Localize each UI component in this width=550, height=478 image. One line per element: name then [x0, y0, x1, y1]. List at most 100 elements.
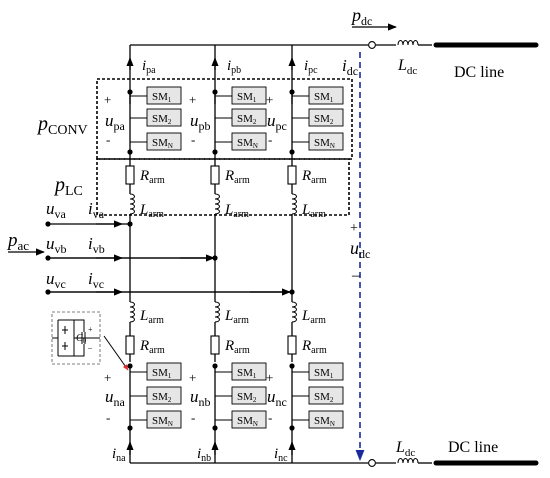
label-i-top-b: ipb	[227, 58, 241, 76]
label-i-vb-base: i	[88, 234, 93, 253]
label-u-top-c-sub: pc	[276, 119, 287, 133]
sm-a-upper-1	[146, 86, 182, 105]
label-i-vc-base: i	[88, 269, 93, 288]
label-u-top-c-base: u	[267, 111, 276, 130]
l-arm-b-upper	[214, 193, 220, 215]
label-u-top-a: upa	[105, 111, 126, 133]
junction-b-upper-bot	[212, 149, 218, 155]
label-u-top-a-sub: pa	[114, 119, 126, 133]
label-i-vb: ivb	[88, 234, 105, 256]
label-i-vb-sub: vb	[93, 242, 105, 256]
label-i-bot-c: inc	[274, 446, 288, 464]
label-u-va: uva	[46, 199, 67, 221]
sm-label-a-upper-1: SM1	[152, 91, 172, 104]
label-r-arm-upper-b-sub: arm	[234, 175, 250, 186]
sm-label-c-lower-1: SM1	[314, 367, 334, 380]
label-u-vc: uvc	[46, 269, 66, 291]
sm-label-b-upper-1: SM1	[237, 91, 257, 104]
minus-a-lower: -	[106, 410, 110, 425]
plus-b-lower: +	[189, 370, 196, 385]
label-l-arm-upper-b: Larm	[224, 202, 249, 220]
label-c0-base: C	[76, 333, 83, 344]
label-c0-sub: 0	[83, 337, 87, 345]
label-p-ac-base: p	[6, 230, 18, 251]
c0-pointer-arrow	[103, 335, 129, 371]
minus-b-lower: -	[191, 410, 195, 425]
label-i-va: iva	[88, 199, 105, 221]
sm-c-upper-3	[308, 132, 344, 151]
label-l-dc-top-sub: dc	[407, 65, 418, 77]
label-l-arm-lower-c-base: L	[301, 308, 310, 324]
sm-label-a-lower-1: SM1	[152, 367, 172, 380]
plus-a-upper: +	[104, 92, 111, 107]
minus-c-lower: -	[268, 410, 272, 425]
sm-label-c-lower-3: SMN	[314, 415, 335, 428]
label-l-arm-upper-a-sub: arm	[148, 209, 164, 220]
label-u-top-b: upb	[190, 111, 211, 133]
label-i-top-b-base: i	[227, 58, 231, 74]
sm-label-a-lower-3: SMN	[152, 415, 173, 428]
label-i-dc-sub: dc	[347, 64, 358, 78]
label-i-va-base: i	[88, 199, 93, 218]
label-i-top-b-sub: pb	[231, 65, 241, 76]
label-l-arm-lower-c-sub: arm	[310, 315, 326, 326]
label-r-arm-upper-b: Rarm	[224, 168, 250, 186]
label-r-arm-lower-a: Rarm	[139, 338, 165, 356]
circuit-components	[45, 40, 419, 467]
junction-a-upper-top	[127, 89, 133, 95]
label-l-dc-bot-base: L	[395, 439, 405, 456]
label-u-vb-sub: vb	[55, 242, 67, 256]
sm-c-upper-1	[308, 86, 344, 105]
sm-a-lower-3	[146, 410, 182, 429]
label-u-vb: uvb	[46, 234, 67, 256]
label-r-arm-lower-c: Rarm	[301, 338, 327, 356]
label-l-dc-top-base: L	[397, 57, 407, 74]
l-arm-c-lower	[291, 301, 297, 323]
sm-label-b-lower-3: SMN	[237, 415, 258, 428]
label-r-arm-lower-c-sub: arm	[311, 345, 327, 356]
sm-b-lower-2	[231, 386, 267, 405]
c0-minus: –	[87, 343, 93, 352]
label-u-vb-base: u	[46, 234, 55, 253]
junction-b-lower-bot	[212, 425, 218, 431]
udc-minus: –	[351, 267, 361, 284]
label-p-conv-base: p	[36, 113, 48, 135]
label-u-vc-sub: vc	[55, 277, 66, 291]
junction-b-upper-top	[212, 89, 218, 95]
minus-a-upper: -	[106, 132, 110, 147]
label-l-dc-bot: Ldc	[395, 439, 415, 459]
label-l-dc-top: Ldc	[397, 57, 417, 77]
label-l-arm-lower-a: Larm	[139, 308, 164, 326]
label-u-dc-sub: dc	[359, 247, 370, 261]
plc-box	[96, 158, 350, 216]
junction-c-lower-top	[289, 363, 295, 369]
label-i-top-a-sub: pa	[146, 65, 156, 76]
label-u-bot-c: unc	[267, 387, 287, 409]
sm-c-lower-3	[308, 410, 344, 429]
circuit-wires	[8, 23, 539, 466]
label-u-top-b-sub: pb	[199, 119, 211, 133]
label-i-bot-c-base: i	[274, 446, 278, 462]
r-arm-b-lower	[210, 335, 220, 355]
ac-junction-2	[289, 289, 295, 295]
label-u-bot-c-sub: nc	[276, 395, 287, 409]
sm-b-upper-3	[231, 132, 267, 151]
label-i-vc-sub: vc	[93, 277, 104, 291]
label-i-bot-a: ina	[112, 446, 126, 464]
label-l-arm-upper-b-sub: arm	[233, 209, 249, 220]
udc-plus: +	[350, 221, 358, 236]
sm-a-lower-1	[146, 362, 182, 381]
label-u-bot-b-sub: nb	[199, 395, 211, 409]
label-p-ac-sub: ac	[18, 238, 30, 253]
label-r-arm-upper-c: Rarm	[301, 168, 327, 186]
ac-junction-1	[212, 255, 218, 261]
plus-c-upper: +	[266, 92, 273, 107]
sm-c-lower-2	[308, 386, 344, 405]
label-u-top-b-base: u	[190, 111, 199, 130]
label-u-top-c: upc	[267, 111, 287, 133]
junction-a-upper-bot	[127, 149, 133, 155]
l-arm-c-upper	[291, 193, 297, 215]
label-l-arm-upper-c: Larm	[301, 202, 326, 220]
label-p-conv-sub: CONV	[48, 123, 88, 138]
ac-source-dot-2	[45, 289, 51, 295]
